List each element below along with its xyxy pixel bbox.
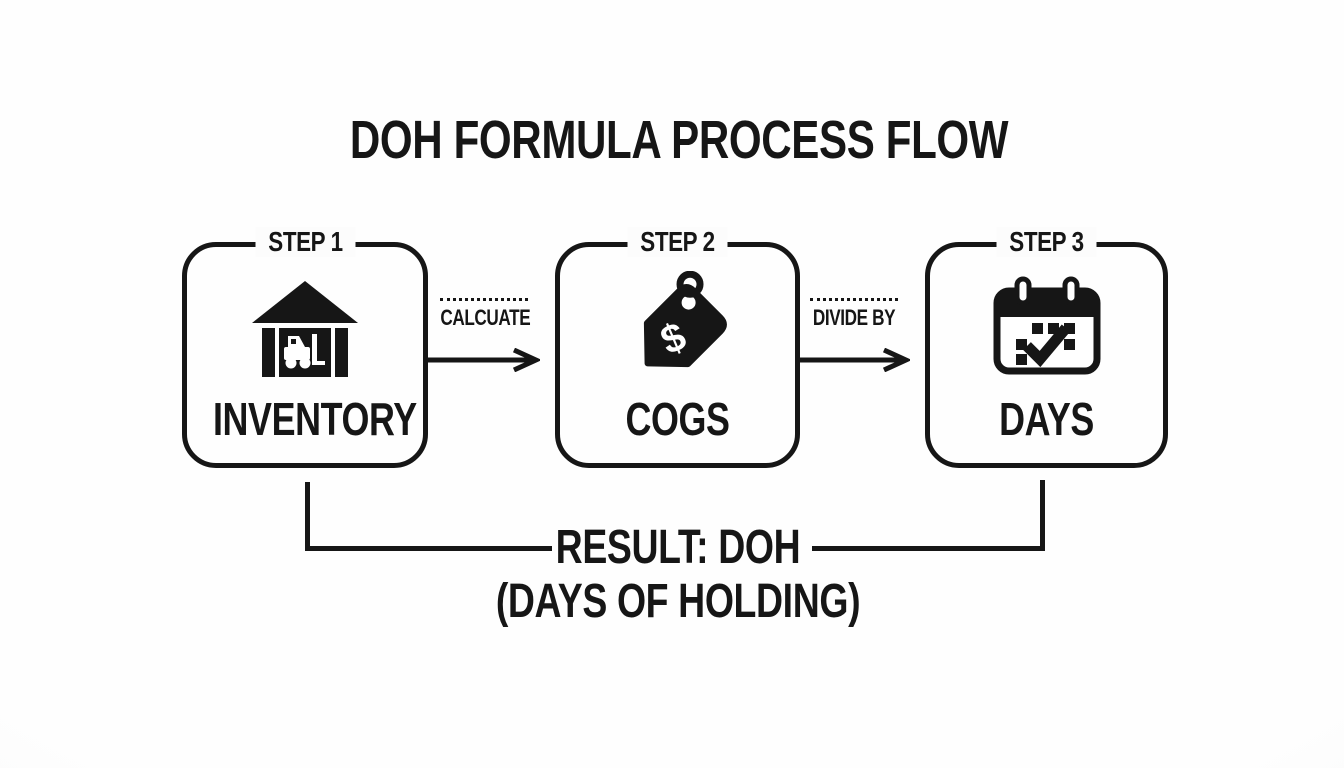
step-3-box: STEP 3 DAYS: [925, 227, 1168, 468]
dotted-line: [810, 298, 898, 301]
step-3-name: DAYS: [999, 393, 1094, 445]
step-3-tab: STEP 3: [930, 227, 1163, 257]
connector-divide-by: DIVIDE BY: [798, 298, 910, 372]
step-2-box: STEP 2 $ COGS: [555, 227, 800, 468]
step-1-box: STEP 1 INVENTORY: [182, 227, 428, 468]
warehouse-forklift-icon: [244, 277, 366, 381]
right-arrow-icon: [428, 348, 540, 372]
step-2-label: STEP 2: [627, 227, 728, 257]
result-bracket-bottom-right-line: [812, 546, 1045, 551]
result-subtitle: (DAYS OF HOLDING): [495, 575, 861, 628]
price-tag-dollar-icon: $: [619, 271, 737, 389]
step-3-label: STEP 3: [996, 227, 1097, 257]
step-2-name: COGS: [625, 393, 730, 445]
connector-calculate-label: CALCUATE: [440, 305, 531, 330]
step-1-name: INVENTORY: [212, 393, 417, 445]
step-2-tab: STEP 2: [560, 227, 795, 257]
connector-divide-by-label: DIVIDE BY: [812, 305, 896, 330]
result-bracket-right-line: [1040, 480, 1045, 550]
step-1-tab: STEP 1: [187, 227, 423, 257]
calendar-check-icon: [991, 275, 1103, 377]
dotted-line: [440, 298, 528, 301]
right-arrow-icon: [798, 348, 910, 372]
result-bracket-bottom-left-line: [305, 546, 552, 551]
result-bracket-left-line: [305, 482, 310, 550]
step-1-label: STEP 1: [254, 227, 355, 257]
result-title: RESULT: DOH: [555, 521, 801, 574]
connector-calculate: CALCUATE: [428, 298, 540, 372]
page-title: DOH FORMULA PROCESS FLOW: [349, 110, 1009, 170]
